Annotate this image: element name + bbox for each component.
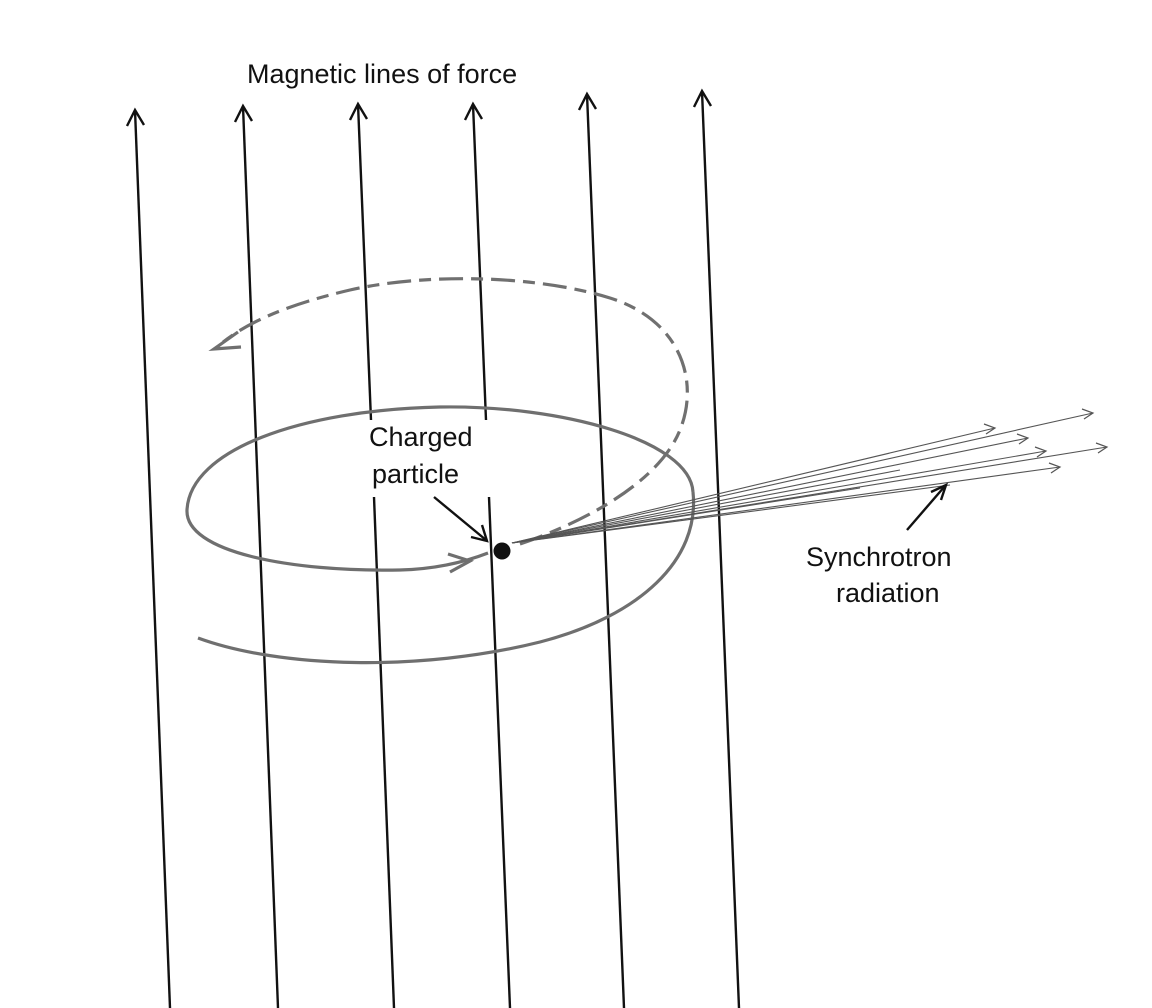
radiation-label-line1: Synchrotron bbox=[806, 542, 952, 572]
radiation-ray bbox=[511, 450, 1047, 544]
orbit-middle-turn bbox=[185, 405, 695, 572]
orbit-upper-dashed-turn bbox=[214, 277, 689, 546]
radiation-ray-arrowhead bbox=[1081, 408, 1095, 420]
radiation-ray bbox=[511, 466, 1061, 544]
field-line-3-arrowhead bbox=[348, 101, 369, 121]
radiation-ray bbox=[511, 437, 1029, 544]
field-line-6 bbox=[700, 90, 741, 1008]
radiation-ray bbox=[511, 487, 861, 544]
radiation-ray bbox=[511, 484, 951, 544]
radiation-ray bbox=[511, 427, 996, 544]
radiation-ray-arrowhead bbox=[1095, 442, 1109, 454]
field-line-1 bbox=[133, 109, 172, 1008]
radiation-label-line2: radiation bbox=[836, 578, 940, 608]
field-line-5 bbox=[585, 93, 626, 1008]
radiation-ray bbox=[511, 469, 901, 544]
particle-pointer-arrowhead bbox=[470, 524, 489, 543]
radiation-ray-arrowhead bbox=[983, 423, 997, 435]
field-line-2-arrowhead bbox=[233, 103, 254, 123]
orbit-lower-turn bbox=[197, 491, 696, 665]
radiation-ray-arrowhead bbox=[1034, 446, 1048, 458]
helical-orbit bbox=[185, 277, 696, 665]
field-line-1-arrowhead bbox=[125, 107, 146, 127]
field-line-4-arrowhead bbox=[463, 101, 484, 121]
field-line-3-lower bbox=[372, 496, 396, 1008]
radiation-pointer-arrowhead bbox=[930, 482, 949, 501]
particle-label-line2: particle bbox=[372, 459, 459, 489]
field-line-5-arrowhead bbox=[577, 91, 598, 111]
field-line-6-arrowhead bbox=[692, 88, 713, 108]
radiation-ray bbox=[511, 412, 1094, 544]
field-line-4-lower bbox=[487, 496, 512, 1008]
orbit-direction-arrowhead bbox=[447, 552, 475, 574]
radiation-rays bbox=[511, 408, 1109, 544]
particle-pointer-line bbox=[433, 496, 487, 541]
radiation-ray-arrowhead bbox=[1048, 462, 1062, 474]
field-lines bbox=[125, 88, 741, 1008]
radiation-pointer-line bbox=[906, 485, 946, 531]
orbit-upper-arrowhead bbox=[208, 330, 242, 352]
field-line-4 bbox=[471, 103, 488, 421]
charged-particle bbox=[493, 542, 511, 560]
field-line-3 bbox=[356, 103, 373, 421]
field-lines-label: Magnetic lines of force bbox=[247, 59, 517, 89]
particle-label-line1: Charged bbox=[369, 422, 473, 452]
radiation-ray-arrowhead bbox=[1016, 433, 1030, 445]
